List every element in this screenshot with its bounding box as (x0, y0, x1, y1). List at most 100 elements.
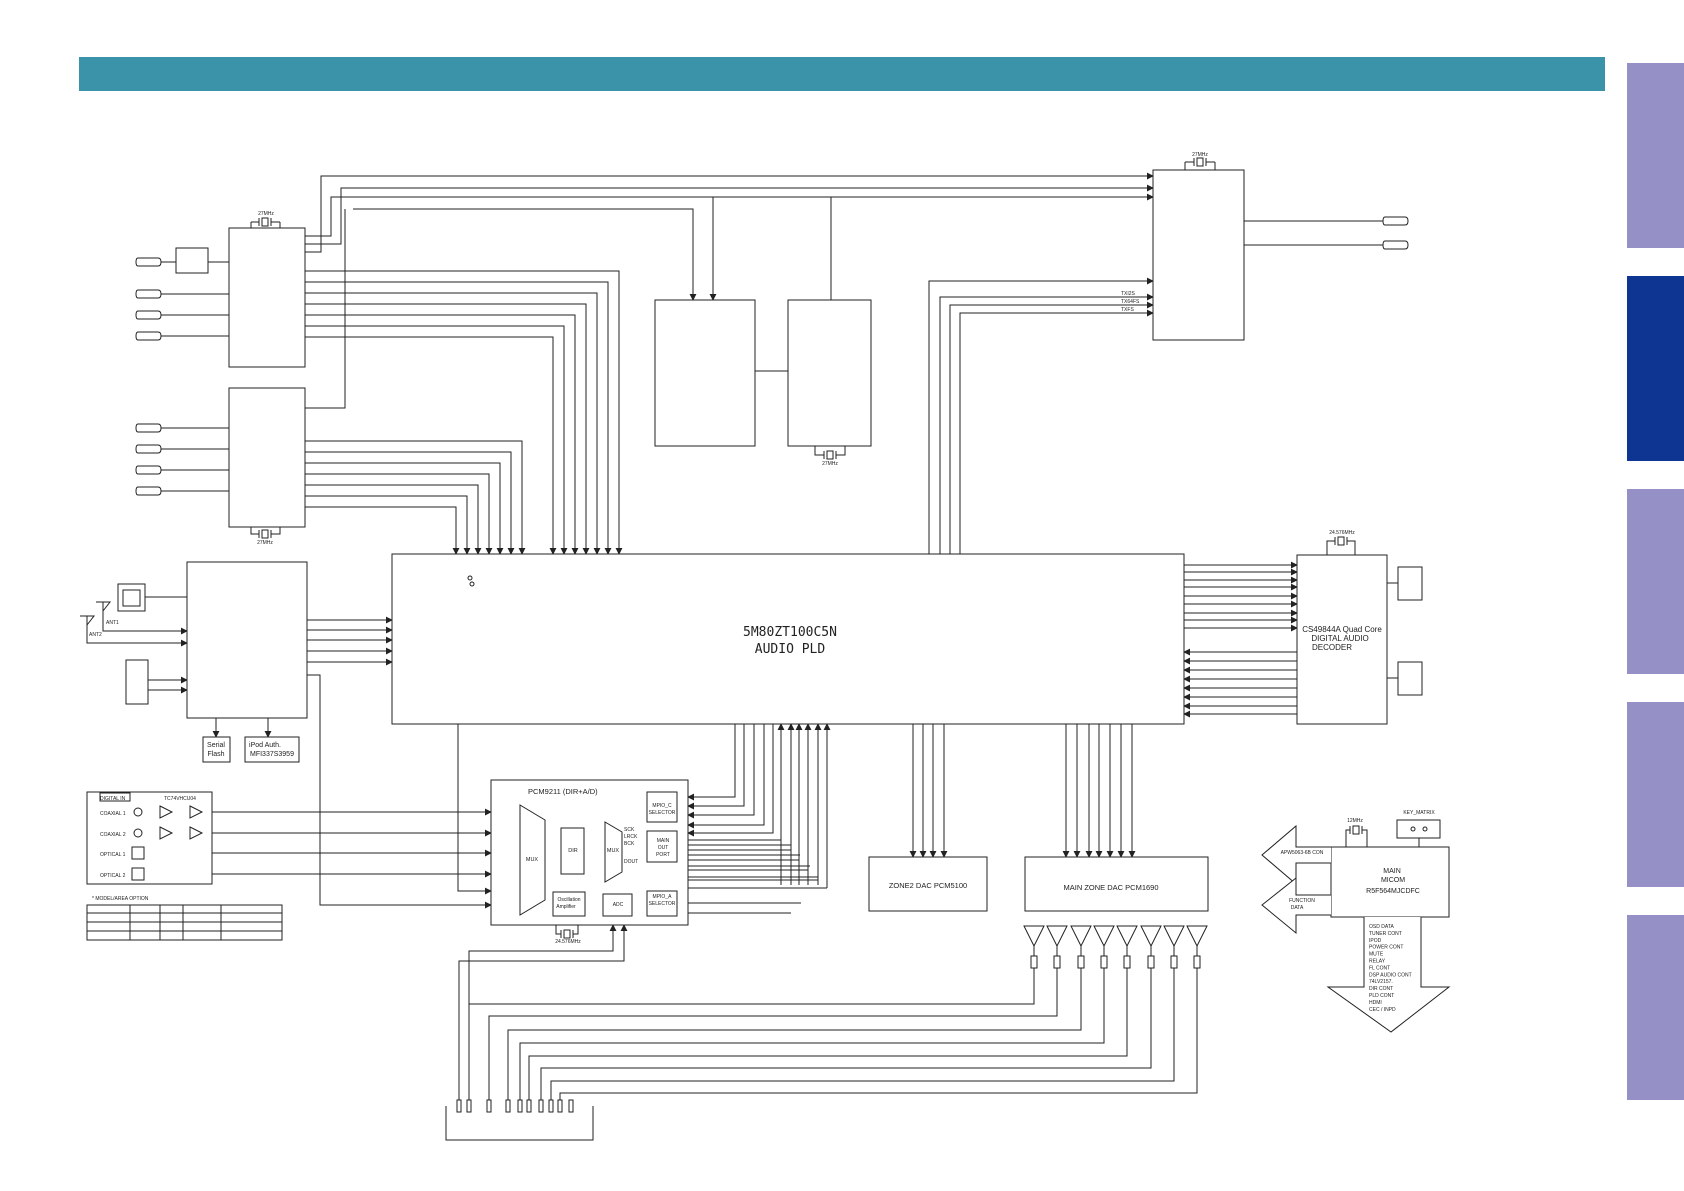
crystal-wire (1184, 161, 1216, 170)
crystal-plate (560, 930, 574, 938)
side-tab-1[interactable] (1627, 63, 1684, 248)
osc-amp (552, 891, 586, 917)
ipod-auth (244, 736, 300, 763)
hdmi-receiver-2 (228, 387, 306, 528)
apw-con-label: APW5063-6B CON (1281, 850, 1324, 856)
dock-connector-icon (125, 659, 149, 705)
micom-output-label: IPOD (1369, 938, 1382, 944)
pld-to-mpio (687, 724, 774, 837)
crystal-plate (1334, 537, 1348, 545)
function-arrow-icon (1261, 876, 1331, 935)
input-buffer (175, 247, 209, 274)
mux2-label: MUX (607, 848, 620, 854)
dac-output-line (540, 968, 1152, 1106)
micom-output-label: OSD DATA (1369, 924, 1394, 930)
crystal-3-label: 27MHz (257, 540, 273, 546)
crystal-7-icon (1352, 825, 1360, 835)
hdmi-rx2-signal (305, 495, 471, 555)
digital-in-buffer: TC74VHCU04 (164, 796, 196, 802)
hdmi-input-connector-icon (135, 465, 162, 475)
opamp-icon (1140, 925, 1162, 948)
crystal-6-icon (563, 929, 571, 939)
switch-contact-icon (467, 575, 473, 581)
micom-output-label: PLD CONT (1369, 993, 1394, 999)
side-tab-4[interactable] (1627, 702, 1684, 887)
hdmi-rx1-signal (305, 292, 601, 555)
audio-pld-label-2: AUDIO PLD (755, 642, 826, 657)
hdmi-rx2-signal (305, 451, 515, 555)
main-out-label-2: OUT (658, 845, 669, 851)
side-tab-3[interactable] (1627, 489, 1684, 674)
pld-to-mpio (687, 724, 755, 819)
video-bus-line (341, 196, 717, 301)
resistor-icon (1123, 955, 1131, 969)
ant1-label: ANT1 (106, 620, 119, 626)
resistor-icon (1100, 955, 1108, 969)
digital-input-label: COAXIAL 1 (100, 811, 126, 817)
pin-icon (538, 1099, 544, 1113)
digital-in-box (86, 791, 213, 885)
osc-amp-label-2: Amplifier (556, 904, 576, 910)
main-out-port (646, 830, 678, 863)
coaxial-jack-icon (133, 828, 143, 838)
dac-output-line (519, 968, 1105, 1106)
key-matrix-label: KEY_MATRIX (1403, 810, 1435, 816)
opamp-icon (1093, 925, 1115, 948)
hdmi-tx-signal (949, 301, 1154, 554)
mpio-a-label-2: SELECTOR (649, 901, 676, 907)
optical-jack-inner (122, 589, 141, 607)
crystal-wire (555, 925, 579, 935)
dsp-sdram-1 (1397, 566, 1423, 601)
hdmi-rx2-signal (305, 484, 482, 555)
crystal-6-label: 24.576MHz (555, 939, 581, 945)
antenna-icon (80, 615, 96, 626)
function-data-label-1: FUNCTION (1289, 898, 1315, 904)
dsp-label-3: DECODER (1312, 643, 1352, 652)
hdmi-rx2-signal (305, 440, 526, 555)
hdmi-signal-label: TX64FS (1121, 299, 1140, 305)
hdmi-rx1-signal (305, 270, 623, 555)
hdmi-output-connector-icon (1382, 240, 1409, 250)
antenna-icon (96, 601, 112, 612)
resistor-icon (1053, 955, 1061, 969)
hdmi-input-connector-icon (135, 257, 162, 267)
crystal-plate (258, 218, 272, 226)
resistor-icon (1147, 955, 1155, 969)
coaxial-jack-icon (133, 807, 143, 817)
pin-icon (517, 1099, 523, 1113)
dac-output-line (488, 968, 1058, 1106)
crystal-plate (1193, 158, 1207, 166)
buffer-icon (159, 826, 174, 840)
switch-contact-icon (469, 581, 475, 587)
video-block-2 (787, 299, 872, 447)
micom-output-label: DIR CONT (1369, 986, 1393, 992)
hdmi-bus-line (305, 193, 1154, 237)
hdmi-input-connector-icon (135, 331, 162, 341)
pin-icon (486, 1099, 492, 1113)
crystal-2-label: 27MHz (258, 211, 274, 217)
zone2-dac (868, 856, 988, 912)
pld-to-mpio (687, 724, 765, 829)
pin-icon (456, 1099, 462, 1113)
crystal-1-icon (1196, 157, 1204, 167)
opamp-icon (1070, 925, 1092, 948)
crystal-2-icon (261, 217, 269, 227)
dac-output-line (559, 968, 1198, 1106)
sck-label-2: LRCK (624, 834, 638, 840)
hdmi-input-connector-icon (135, 289, 162, 299)
hdmi-transmitter (1152, 169, 1245, 341)
hdmi-rx2-signal (305, 506, 460, 555)
switch-icon (1422, 826, 1428, 832)
mpio-c-selector (646, 791, 678, 823)
side-tab-2[interactable] (1627, 276, 1684, 461)
mpio-a-label-1: MPIO_A (653, 894, 673, 900)
serial-flash (202, 736, 231, 763)
hdmi-tx-signal (928, 277, 1154, 554)
digital-input-label: COAXIAL 2 (100, 832, 126, 838)
side-tab-5[interactable] (1627, 915, 1684, 1100)
hdmi-rx2-signal (305, 209, 346, 409)
ipod-auth-label-1: iPod Auth. (249, 742, 281, 749)
dsp-sdram-2 (1397, 661, 1423, 696)
hdmi-input-connector-icon (135, 486, 162, 496)
